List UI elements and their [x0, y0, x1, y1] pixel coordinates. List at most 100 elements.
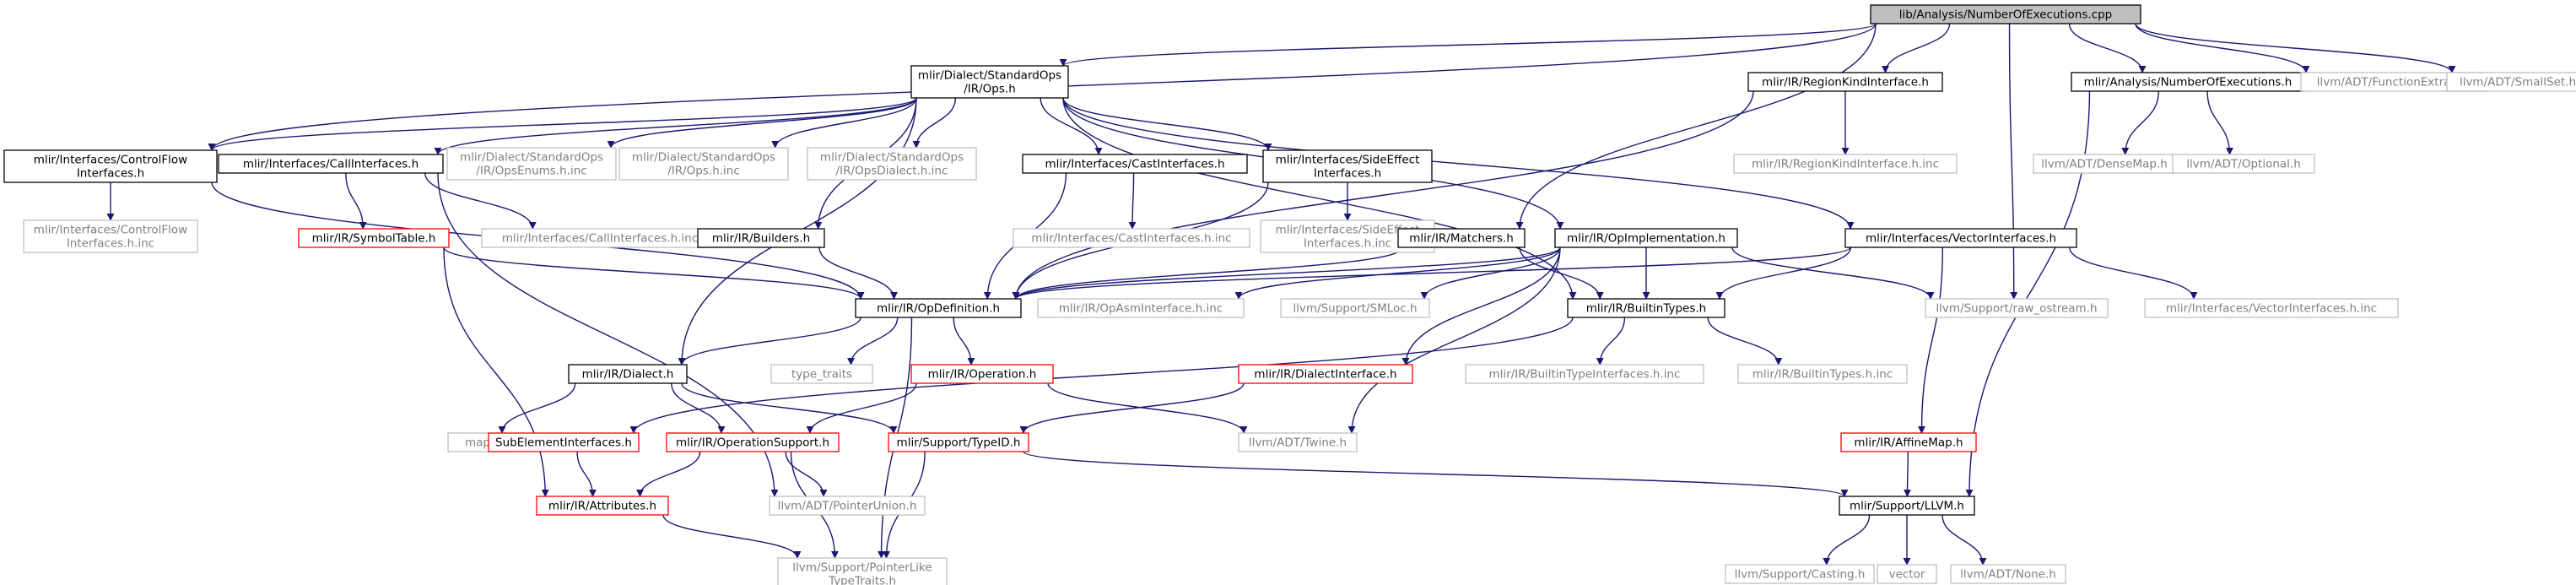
node-box	[1733, 154, 1958, 174]
node-label: mlir/IR/BuiltinTypes.h.inc	[1752, 368, 1893, 382]
node-box	[697, 228, 825, 248]
node-label: mlir/Interfaces/VectorInterfaces.h	[1866, 232, 2056, 246]
node-label: mlir/IR/RegionKindInterface.h.inc	[1752, 158, 1939, 171]
node-label: mlir/Interfaces/SideEffect	[1276, 224, 1420, 237]
edge-opimpl_h-to-twine	[1347, 246, 1561, 434]
header-node-llvm-adt-none-h: llvm/ADT/None.h	[1950, 564, 2066, 584]
node-label: mlir/IR/OperationSupport.h	[676, 436, 829, 450]
edge-llvm_h-to-none	[1941, 514, 1987, 566]
edge-ops_h-to-castinterfaces_h	[1040, 97, 1103, 155]
node-label: mlir/Support/TypeID.h	[897, 436, 1021, 450]
edge-opdefinition_h-to-operation_h	[953, 317, 975, 366]
node-label: mlir/Dialect/StandardOps	[460, 151, 603, 165]
node-label: /IR/OpsEnums.h.inc	[476, 165, 586, 178]
header-node-llvm-adt-optional-h: llvm/ADT/Optional.h	[2172, 154, 2315, 174]
edge-vectorinterfaces_h-to-opdefinition_h	[1012, 246, 1851, 300]
header-node-llvm-adt-densemap-h: llvm/ADT/DenseMap.h	[2033, 154, 2176, 174]
edge-root-to-regionkind_h	[1882, 23, 1951, 73]
edge-vectorinterfaces_h-to-vectorinterfaces_inc	[2069, 246, 2198, 300]
node-label: mlir/IR/AffineMap.h	[1854, 436, 1963, 450]
edge-matchers_h-to-builtintypes_h	[1519, 246, 1604, 300]
edge-root-to-smallset	[2135, 23, 2456, 73]
node-box	[1238, 432, 1358, 452]
header-node-mlir-ir-regionkindinterface-h[interactable]: mlir/IR/RegionKindInterface.h	[1747, 72, 1943, 92]
node-label: mlir/Interfaces/ControlFlow	[34, 154, 187, 167]
edge-opimpl_h-to-smloc	[1420, 246, 1561, 300]
header-node-lib-analysis-numberofexecutions-cpp[interactable]: lib/Analysis/NumberOfExecutions.cpp	[1870, 4, 2141, 24]
header-node-mlir-ir-symboltable-h[interactable]: mlir/IR/SymbolTable.h	[298, 228, 450, 248]
header-node-mlir-dialect-standardops-ir-ops-h[interactable]: mlir/Dialect/StandardOps/IR/Ops.h	[910, 65, 1069, 99]
edge-opdefinition_h-to-dialect_h	[678, 317, 861, 366]
edge-operation_h-to-twine	[1047, 382, 1248, 434]
header-node-mlir-ir-opimplementation-h[interactable]: mlir/IR/OpImplementation.h	[1554, 228, 1738, 248]
edge-noe_h-to-densemap	[2121, 90, 2160, 155]
node-box	[1037, 298, 1245, 318]
header-node-mlir-ir-affinemap-h[interactable]: mlir/IR/AffineMap.h	[1840, 432, 1977, 452]
header-node-mlir-ir-builders-h[interactable]: mlir/IR/Builders.h	[697, 228, 825, 248]
edge-dialect_h-to-map	[498, 382, 576, 434]
node-label: /IR/Ops.h.inc	[667, 165, 740, 178]
node-label: mlir/IR/BuiltinTypeInterfaces.h.inc	[1489, 368, 1681, 382]
edge-root-to-raw_ostream	[2008, 23, 2018, 300]
node-label: mlir/Dialect/StandardOps	[820, 151, 964, 165]
header-node-mlir-interfaces-vectorinterfaces-h-inc: mlir/Interfaces/VectorInterfaces.h.inc	[2144, 298, 2399, 318]
node-label: mlir/IR/BuiltinTypes.h	[1586, 302, 1706, 316]
edge-opdefinition_h-to-type_traits	[847, 317, 899, 366]
header-node-mlir-ir-builtintypes-h-inc: mlir/IR/BuiltinTypes.h.inc	[1737, 364, 1908, 384]
edge-opsupport_h-to-attributes_h	[636, 451, 701, 497]
node-label: mlir/Interfaces/CastInterfaces.h	[1045, 158, 1224, 171]
header-node-mlir-ir-operation-h[interactable]: mlir/IR/Operation.h	[910, 364, 1054, 384]
node-label: llvm/Support/SMLoc.h	[1293, 302, 1417, 316]
header-node-mlir-dialect-standardops-ir-ops-h-inc: mlir/Dialect/StandardOps/IR/Ops.h.inc	[618, 147, 789, 181]
header-node-mlir-interfaces-vectorinterfaces-h[interactable]: mlir/Interfaces/VectorInterfaces.h	[1844, 228, 2077, 248]
header-node-mlir-support-llvm-h[interactable]: mlir/Support/LLVM.h	[1839, 496, 1975, 516]
edge-root-to-noe_h	[2068, 23, 2147, 73]
node-label: llvm/Support/raw_ostream.h	[1936, 302, 2097, 316]
header-node-mlir-ir-attributes-h[interactable]: mlir/IR/Attributes.h	[536, 496, 669, 516]
edge-root-to-funcextras	[2135, 23, 2310, 73]
node-box	[770, 364, 873, 384]
node-box	[618, 147, 789, 181]
node-label: mlir/Interfaces/ControlFlow	[34, 224, 187, 237]
node-label: mlir/Analysis/NumberOfExecutions.h	[2084, 76, 2292, 89]
edge-ops_h-to-callinterfaces_h	[434, 97, 917, 155]
edge-callinterfaces_h-to-symboltable_h	[345, 172, 367, 230]
node-box	[1554, 228, 1738, 248]
node-box	[1747, 72, 1943, 92]
node-label: mlir/IR/Attributes.h	[548, 500, 656, 513]
edge-ops_h-to-ops_h_inc	[771, 97, 917, 149]
node-box	[1950, 564, 2066, 584]
node-label: mlir/IR/Matchers.h	[1409, 232, 1514, 246]
edge-castinterfaces_h-to-castinterfaces_inc	[1128, 172, 1137, 230]
node-box	[2172, 154, 2315, 174]
edge-builders_h-to-opdefinition_h	[818, 246, 898, 300]
node-box	[23, 219, 198, 253]
edge-dialect_h-to-opsupport_h	[671, 382, 726, 434]
header-node-mlir-ir-dialectinterface-h[interactable]: mlir/IR/DialectInterface.h	[1238, 364, 1413, 384]
header-node-mlir-ir-matchers-h[interactable]: mlir/IR/Matchers.h	[1397, 228, 1526, 248]
header-node-mlir-interfaces-castinterfaces-h[interactable]: mlir/Interfaces/CastInterfaces.h	[1022, 154, 1248, 174]
node-box	[1840, 432, 1977, 452]
header-node-mlir-support-typeid-h[interactable]: mlir/Support/TypeID.h	[888, 432, 1029, 452]
edge-opsupport_h-to-pointerunion	[785, 451, 828, 497]
header-node-subelementinterfaces-h[interactable]: SubElementInterfaces.h	[488, 432, 640, 452]
node-box	[1465, 364, 1704, 384]
header-node-mlir-ir-opdefinition-h[interactable]: mlir/IR/OpDefinition.h	[855, 298, 1022, 318]
edge-noe_h-to-llvm_h	[1965, 90, 2091, 497]
header-node-mlir-interfaces-callinterfaces-h[interactable]: mlir/Interfaces/CallInterfaces.h	[218, 154, 444, 174]
header-node-mlir-ir-builtintypes-h[interactable]: mlir/IR/BuiltinTypes.h	[1567, 298, 1725, 318]
edge-ops_h-to-builtintypes_h	[1062, 97, 1577, 300]
node-label: llvm/ADT/Twine.h	[1249, 436, 1347, 450]
node-box	[488, 432, 640, 452]
header-node-mlir-analysis-numberofexecutions-h[interactable]: mlir/Analysis/NumberOfExecutions.h	[2071, 72, 2305, 92]
node-label: mlir/Support/LLVM.h	[1850, 500, 1964, 513]
edge-regionkind_h-to-opdefinition_h	[1012, 90, 1754, 300]
node-box	[568, 364, 688, 384]
header-node-mlir-ir-operationsupport-h[interactable]: mlir/IR/OperationSupport.h	[666, 432, 840, 452]
header-node-mlir-ir-dialect-h[interactable]: mlir/IR/Dialect.h	[568, 364, 688, 384]
edge-builtintypes_h-to-builtintypes_inc	[1707, 317, 1783, 366]
node-label: mlir/IR/OpImplementation.h	[1567, 232, 1725, 246]
node-box	[1725, 564, 1875, 584]
